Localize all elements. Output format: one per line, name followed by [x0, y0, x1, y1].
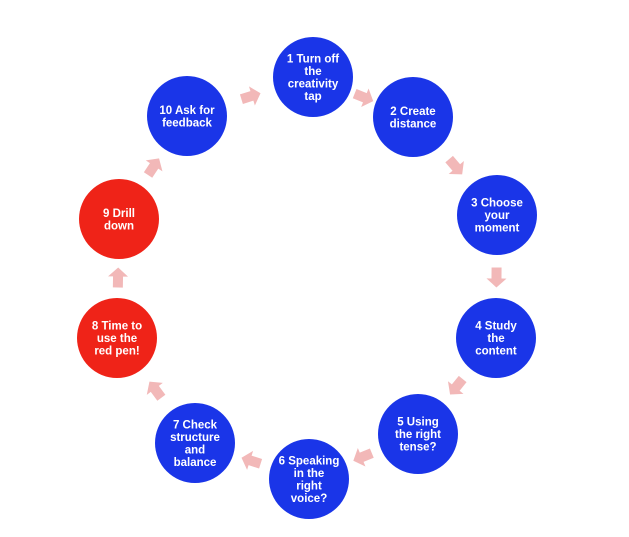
step-circle-4 — [456, 298, 536, 378]
step-label-line: and — [185, 444, 205, 456]
arrow-7-to-8 — [146, 381, 166, 401]
step-label-line: voice? — [291, 493, 327, 505]
step-label-line: balance — [174, 457, 217, 469]
step-circle-8 — [77, 298, 157, 378]
step-label-line: 2 Create — [390, 106, 435, 118]
step-label-line: feedback — [162, 117, 212, 129]
step-label-line: use the — [97, 333, 137, 345]
step-label-line: in the — [294, 468, 325, 480]
step-label-line: distance — [390, 118, 437, 130]
step-circle-2 — [373, 77, 453, 157]
step-circle-9 — [79, 179, 159, 259]
step-label-line: 8 Time to — [92, 321, 142, 333]
step-label-line: red pen! — [94, 346, 139, 358]
step-label-line: structure — [170, 432, 220, 444]
step-label-line: down — [104, 220, 134, 232]
step-circle-5 — [378, 394, 458, 474]
arrow-10-to-1 — [239, 86, 261, 106]
arrow-9-to-10 — [143, 158, 163, 178]
step-label-line: 3 Choose — [471, 198, 523, 210]
step-label-line: your — [485, 210, 510, 222]
step-label-line: the — [487, 333, 504, 345]
step-label-line: 7 Check — [173, 419, 218, 431]
step-circle-10 — [147, 76, 227, 156]
step-label-line: 6 Speaking — [279, 455, 340, 467]
step-circle-6 — [269, 439, 349, 519]
arrow-2-to-3 — [445, 155, 464, 175]
step-label-line: 10 Ask for — [159, 105, 215, 117]
step-circle-7 — [155, 403, 235, 483]
step-label-line: tense? — [399, 442, 436, 454]
step-label-line: content — [475, 346, 517, 358]
arrow-8-to-9 — [108, 267, 129, 288]
step-label-line: creativity — [288, 78, 339, 90]
step-label-line: tap — [304, 91, 321, 103]
arrow-6-to-7 — [241, 450, 263, 470]
arrow-5-to-6 — [353, 448, 374, 467]
step-label-line: 4 Study — [475, 321, 517, 333]
step-label-line: moment — [475, 223, 520, 235]
step-circle-3 — [457, 175, 537, 255]
step-label-line: 5 Using — [397, 417, 439, 429]
arrow-1-to-2 — [352, 88, 374, 108]
arrow-3-to-4 — [486, 267, 507, 288]
step-label-line: the right — [395, 429, 441, 441]
arrow-4-to-5 — [447, 375, 467, 395]
step-label-line: right — [296, 480, 322, 492]
step-label-line: 1 Turn off — [287, 53, 339, 65]
step-circle-1 — [273, 37, 353, 117]
step-label-line: 9 Drill — [103, 208, 135, 220]
arrows-layer — [108, 86, 507, 470]
step-label-line: the — [304, 66, 321, 78]
